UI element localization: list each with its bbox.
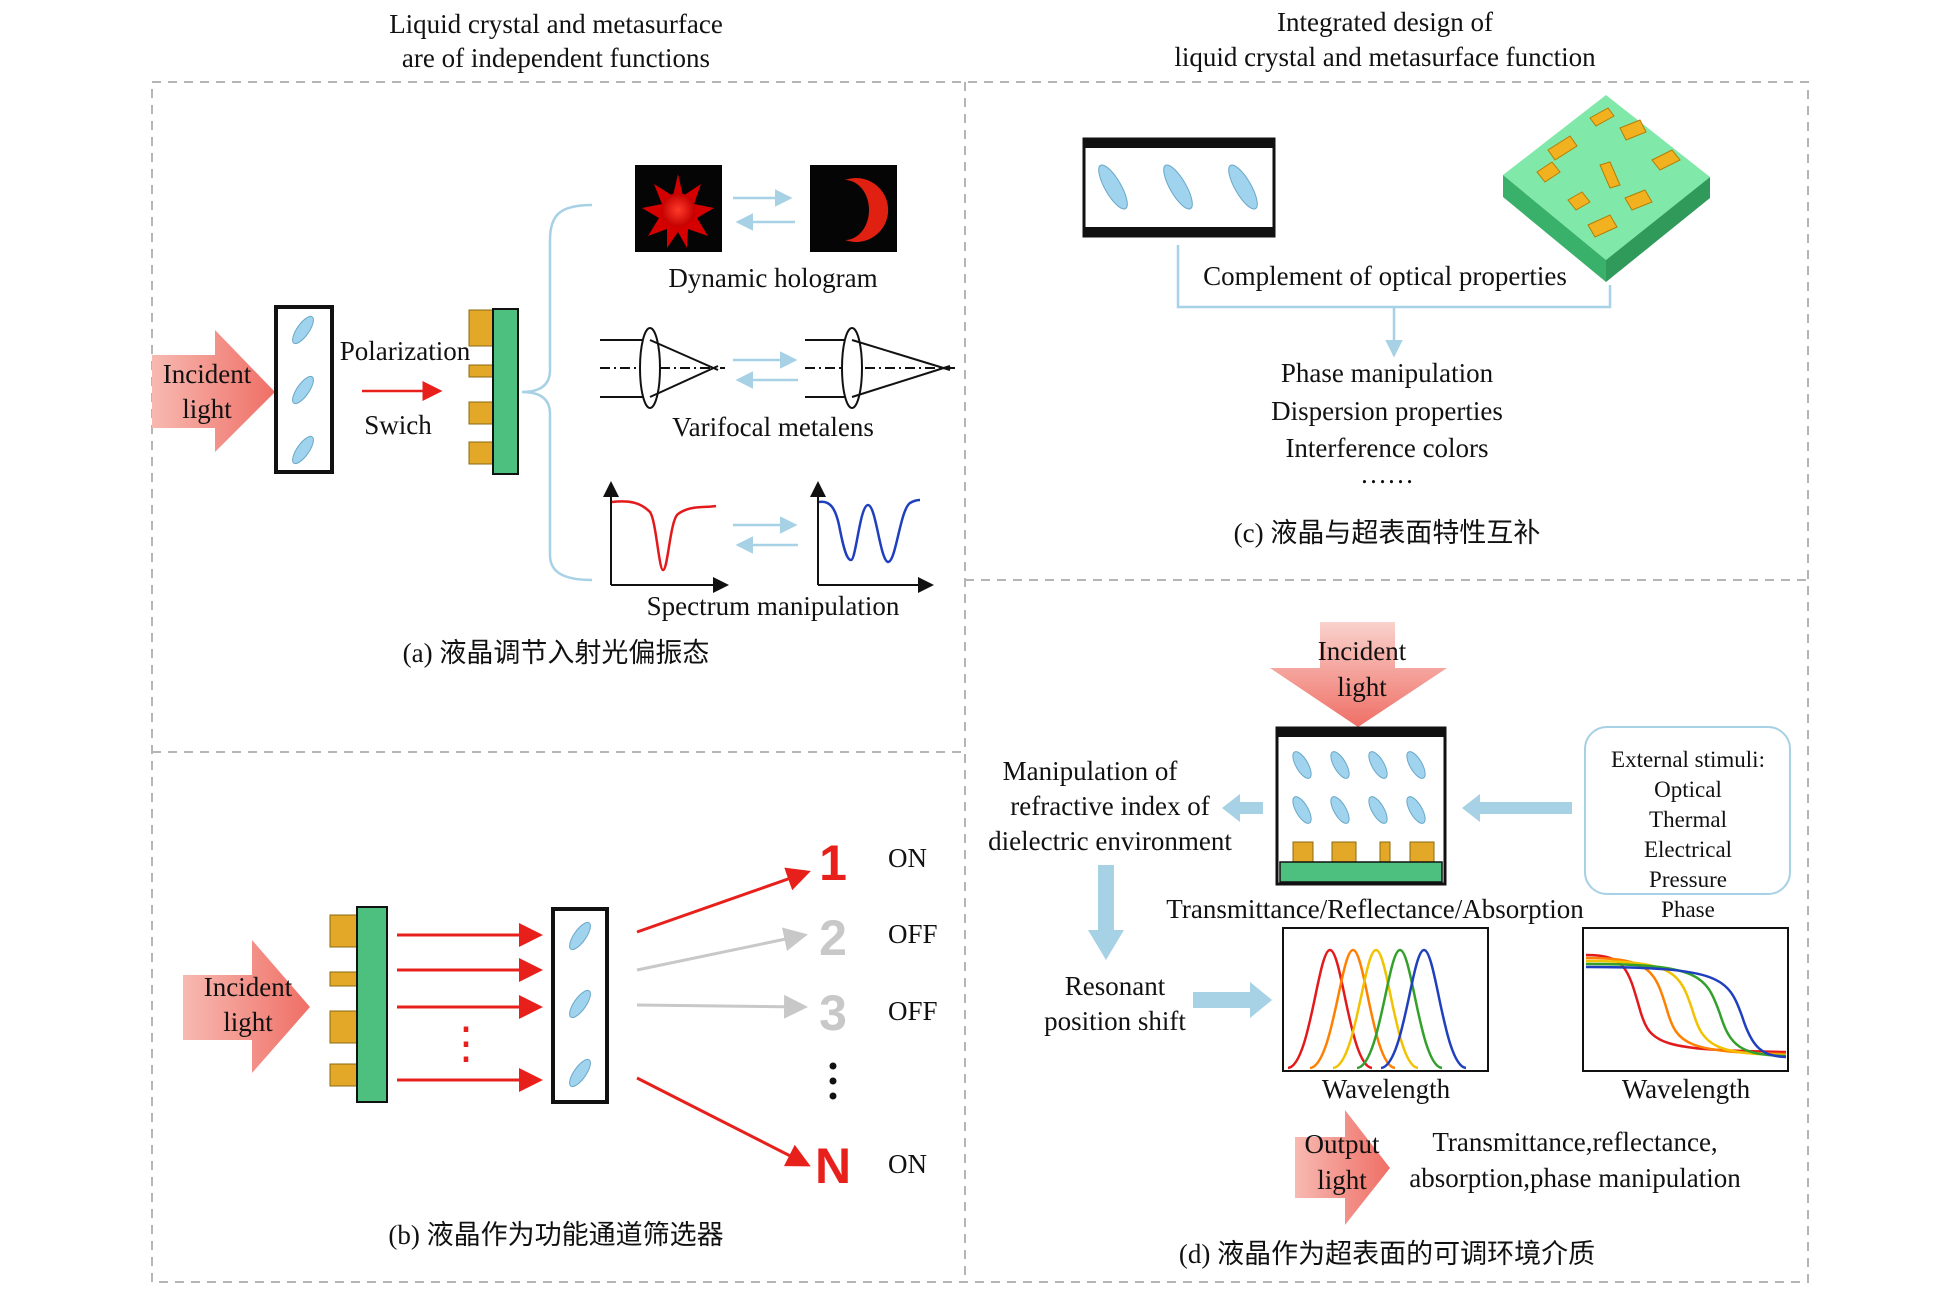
stimuli-item: Pressure <box>1649 867 1727 892</box>
channel-ellipsis <box>829 1062 837 1100</box>
channel-state-2: OFF <box>888 919 938 949</box>
output-effects-line2: absorption,phase manipulation <box>1409 1163 1741 1193</box>
spectrum-plot-red <box>603 481 729 593</box>
lc-molecule <box>292 315 314 345</box>
lc-molecule <box>292 435 314 465</box>
incident-light-arrow-down <box>1270 622 1447 727</box>
down-arrow <box>1088 865 1124 960</box>
stimuli-item: Phase <box>1661 897 1715 922</box>
output-effects-line1: Transmittance,reflectance, <box>1432 1127 1717 1157</box>
resonance-peaks <box>1287 948 1467 1070</box>
spectrum-manipulation-label: Spectrum manipulation <box>647 591 900 621</box>
property-item: Interference colors <box>1285 433 1488 463</box>
metalens-short-focus <box>600 327 725 409</box>
varifocal-metalens-label: Varifocal metalens <box>672 412 874 442</box>
metalens-long-focus <box>805 327 955 409</box>
complement-label: Complement of optical properties <box>1203 261 1567 291</box>
output-label-line2: light <box>1317 1165 1367 1195</box>
edge-spectra-plot <box>1582 927 1789 1072</box>
channel-state-3: OFF <box>888 996 938 1026</box>
manipulation-line2: refractive index of <box>1010 791 1209 821</box>
branch-brace <box>521 203 593 582</box>
edge-curves <box>1585 953 1787 1059</box>
resonant-line1: Resonant <box>1065 971 1166 1001</box>
stimuli-title: External stimuli: <box>1611 747 1765 772</box>
caption-b: (b) 液晶作为功能通道筛选器 <box>388 1220 723 1250</box>
lc-molecule <box>569 921 591 951</box>
incident-label-line2: light <box>182 394 232 424</box>
transmittance-label: Transmittance/Reflectance/Absorption <box>1166 894 1584 924</box>
title-left-line1: Liquid crystal and metasurface <box>389 9 723 39</box>
title-right-line1: Integrated design of <box>1277 7 1493 37</box>
panel-b: Incident light ⋮ 1 2 3 <box>183 835 938 1250</box>
stimuli-item: Optical <box>1654 777 1722 802</box>
channel-number-n: N <box>815 1138 851 1194</box>
output-label-line1: Output <box>1304 1129 1380 1159</box>
stimuli-item: Electrical <box>1644 837 1732 862</box>
property-item: …… <box>1360 459 1414 489</box>
stimuli-arrow <box>1462 794 1572 822</box>
hologram-moon-image <box>810 165 897 252</box>
channel-number-3: 3 <box>819 985 847 1041</box>
manipulation-arrow <box>1222 794 1263 822</box>
channel-state-n: ON <box>888 1149 927 1179</box>
wavelength-label-2: Wavelength <box>1622 1074 1751 1104</box>
lc-molecule <box>569 989 591 1019</box>
panel-d: Incident light <box>988 622 1791 1269</box>
incident-label-line1: Incident <box>163 359 252 389</box>
output-beams <box>636 867 811 1167</box>
hologram-sun-image <box>635 165 722 252</box>
spectrum-plot-blue <box>810 481 934 593</box>
incident-label-line1: Incident <box>1318 636 1407 666</box>
title-left-line2: are of independent functions <box>402 43 710 73</box>
panel-a: Incident light Polarization Swich <box>152 165 955 668</box>
metasurface-3d <box>1503 95 1710 282</box>
lc-molecule <box>569 1058 591 1088</box>
property-item: Dispersion properties <box>1271 396 1503 426</box>
incident-label-line2: light <box>223 1007 273 1037</box>
wavelength-label-1: Wavelength <box>1322 1074 1451 1104</box>
caption-c: (c) 液晶与超表面特性互补 <box>1234 518 1541 548</box>
title-right-line2: liquid crystal and metasurface function <box>1174 42 1596 72</box>
switch-label: Swich <box>364 410 432 440</box>
manipulation-line1: Manipulation of <box>1003 756 1178 786</box>
resonant-line2: position shift <box>1044 1006 1186 1036</box>
panel-c: Complement of optical properties Phase m… <box>1082 95 1710 548</box>
panel-frame <box>151 81 1809 1283</box>
lc-molecule <box>292 375 314 405</box>
channel-state-1: ON <box>888 843 927 873</box>
incident-label-line1: Incident <box>204 972 293 1002</box>
metasurface <box>329 906 388 1103</box>
input-beams <box>397 923 543 1092</box>
dynamic-hologram-label: Dynamic hologram <box>668 263 877 293</box>
stimuli-box <box>1584 726 1791 895</box>
liquid-crystal-cell-horizontal <box>1082 137 1276 238</box>
incident-label-line2: light <box>1337 672 1387 702</box>
lc-metasurface-device <box>1275 726 1447 886</box>
output-light-arrow <box>1295 1110 1390 1225</box>
stimuli-item: Thermal <box>1649 807 1727 832</box>
channel-number-2: 2 <box>819 910 847 966</box>
channel-number-1: 1 <box>819 835 847 891</box>
caption-a: (a) 液晶调节入射光偏振态 <box>403 638 710 668</box>
beam-ellipsis: ⋮ <box>444 1019 488 1068</box>
shift-arrow <box>1193 982 1272 1018</box>
property-item: Phase manipulation <box>1281 358 1494 388</box>
incident-light-arrow <box>152 330 275 452</box>
polarization-label: Polarization <box>340 336 471 366</box>
manipulation-line3: dielectric environment <box>988 826 1232 856</box>
caption-d: (d) 液晶作为超表面的可调环境介质 <box>1179 1239 1595 1269</box>
metasurface <box>468 308 519 475</box>
incident-light-arrow <box>183 940 310 1073</box>
